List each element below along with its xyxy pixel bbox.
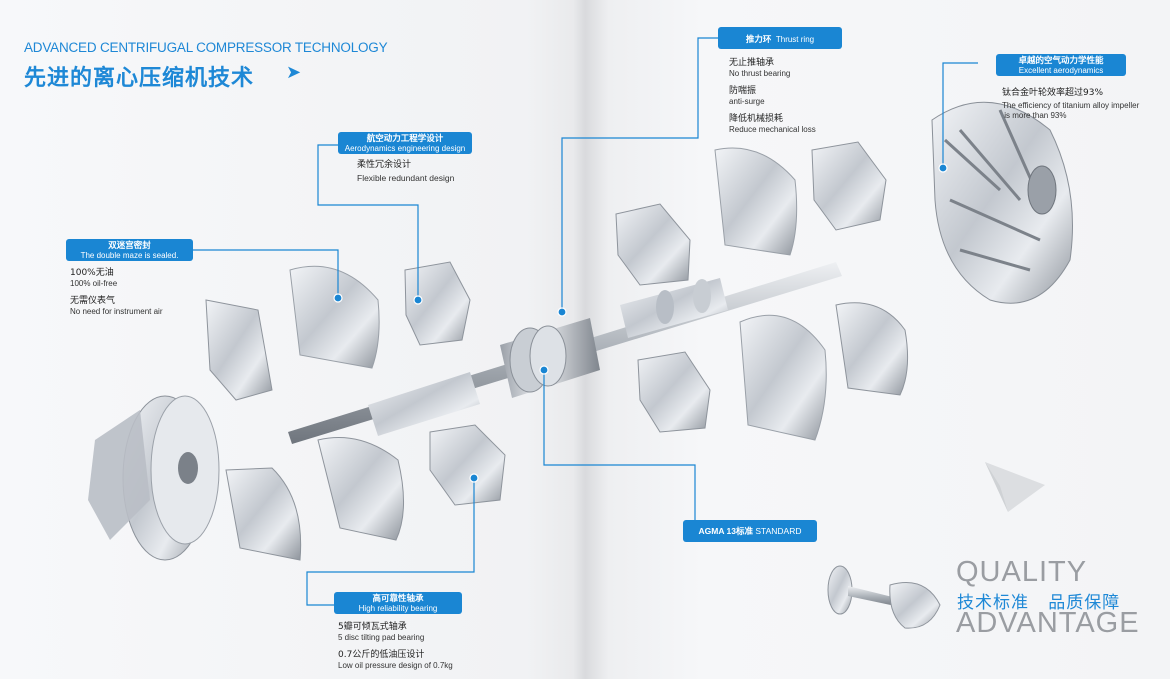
bearing-details: 5瓣可倾瓦式轴承 5 disc tilting pad bearing 0.7公… xyxy=(338,622,453,670)
aerodynamics-details: 钛合金叶轮效率超过93% The efficiency of titanium … xyxy=(1002,88,1140,120)
left-impeller-wheel xyxy=(88,395,220,561)
advantage-heading: ADVANTAGE xyxy=(956,607,1140,639)
quality-heading: QUALITY xyxy=(956,556,1088,588)
bearing-badge: 高可靠性轴承 High reliability bearing xyxy=(334,592,462,614)
double-maze-badge: 双迷宫密封 The double maze is sealed. xyxy=(66,239,193,261)
compressor-thumbnail xyxy=(827,565,941,629)
quality-subtitle: 技术标准 品质保障 xyxy=(957,593,1121,613)
aero-design-details: 柔性冗余设计 Flexible redundant design xyxy=(357,160,455,183)
heading-chinese: 先进的离心压缩机技术 xyxy=(24,66,255,91)
bearing-housing-parts xyxy=(615,141,909,441)
agma-standard-badge: AGMA 13标准 STANDARD xyxy=(683,520,817,542)
thrust-ring-badge: 推力环 Thrust ring xyxy=(718,27,842,49)
paper-plane-icon xyxy=(985,462,1045,512)
aerodynamics-badge: 卓越的空气动力学性能 Excellent aerodynamics xyxy=(996,54,1126,76)
seal-housing-parts xyxy=(205,261,506,561)
chevron-right-icon: ➤ xyxy=(286,62,302,83)
callout-dots xyxy=(333,163,948,483)
thrust-ring-title: 推力环 Thrust ring xyxy=(745,34,815,44)
aero-design-badge: 航空动力工程学设计 Aerodynamics engineering desig… xyxy=(338,132,472,154)
rotor-shaft xyxy=(288,262,842,444)
titanium-impeller xyxy=(931,101,1073,304)
heading-english: ADVANCED CENTRIFUGAL COMPRESSOR TECHNOLO… xyxy=(24,40,388,55)
double-maze-details: 100%无油 100% oil-free 无需仪表气 No need for i… xyxy=(70,268,163,316)
callout-connectors xyxy=(193,37,978,606)
thrust-ring-details: 无止推轴承 No thrust bearing 防喘振 anti-surge 降… xyxy=(729,58,816,134)
